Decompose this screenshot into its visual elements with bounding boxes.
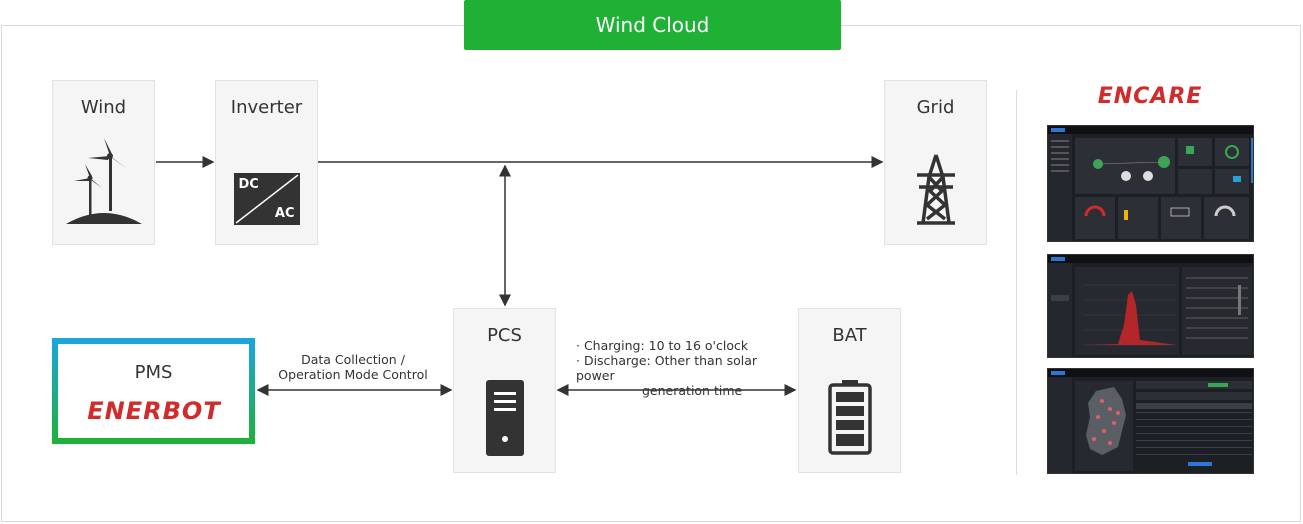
encare-logo: ENCARE <box>1073 80 1228 109</box>
grid-box: Grid <box>884 80 987 245</box>
wind-label: Wind <box>80 97 127 118</box>
inverter-ac-text: AC <box>274 206 295 221</box>
grid-label: Grid <box>916 97 955 118</box>
svg-text:ENERBOT: ENERBOT <box>87 397 221 424</box>
page-title: Wind Cloud <box>464 0 841 50</box>
pms-box: PMS ENERBOT <box>52 338 255 444</box>
enerbot-logo: ENERBOT <box>72 394 236 425</box>
site-map-table-thumbnail <box>1047 368 1254 474</box>
pcs-label: PCS <box>487 325 522 346</box>
svg-text:ENCARE: ENCARE <box>1098 84 1203 108</box>
inverter-dc-text: DC <box>238 177 259 192</box>
dashboard-overview-thumbnail <box>1047 125 1254 242</box>
wind-box: Wind <box>52 80 155 245</box>
bat-box: BAT <box>798 308 901 473</box>
battery-icon <box>799 379 900 455</box>
pms-pcs-note: Data Collection / Operation Mode Control <box>270 352 436 382</box>
charge-note-line1: · Charging: 10 to 16 o'clock <box>576 338 749 353</box>
pms-label: PMS <box>134 362 173 383</box>
charge-note-line2: · Discharge: Other than solar power <box>576 353 758 383</box>
generation-chart-thumbnail <box>1047 254 1254 358</box>
title-text: Wind Cloud <box>595 13 710 37</box>
vertical-divider <box>1016 90 1017 475</box>
charge-note: · Charging: 10 to 16 o'clock · Discharge… <box>576 338 781 398</box>
pms-pcs-note-line2: Operation Mode Control <box>278 367 428 382</box>
pcs-box: PCS <box>453 308 556 473</box>
transmission-tower-icon <box>885 153 986 225</box>
inverter-icon: DC AC <box>216 173 317 225</box>
pms-pcs-note-line1: Data Collection / <box>301 352 405 367</box>
wind-turbine-icon <box>53 136 154 226</box>
bat-label: BAT <box>832 325 867 346</box>
inverter-label: Inverter <box>230 97 303 118</box>
server-icon <box>454 379 555 457</box>
inverter-box: Inverter DC AC <box>215 80 318 245</box>
charge-note-line3: generation time <box>642 383 743 398</box>
